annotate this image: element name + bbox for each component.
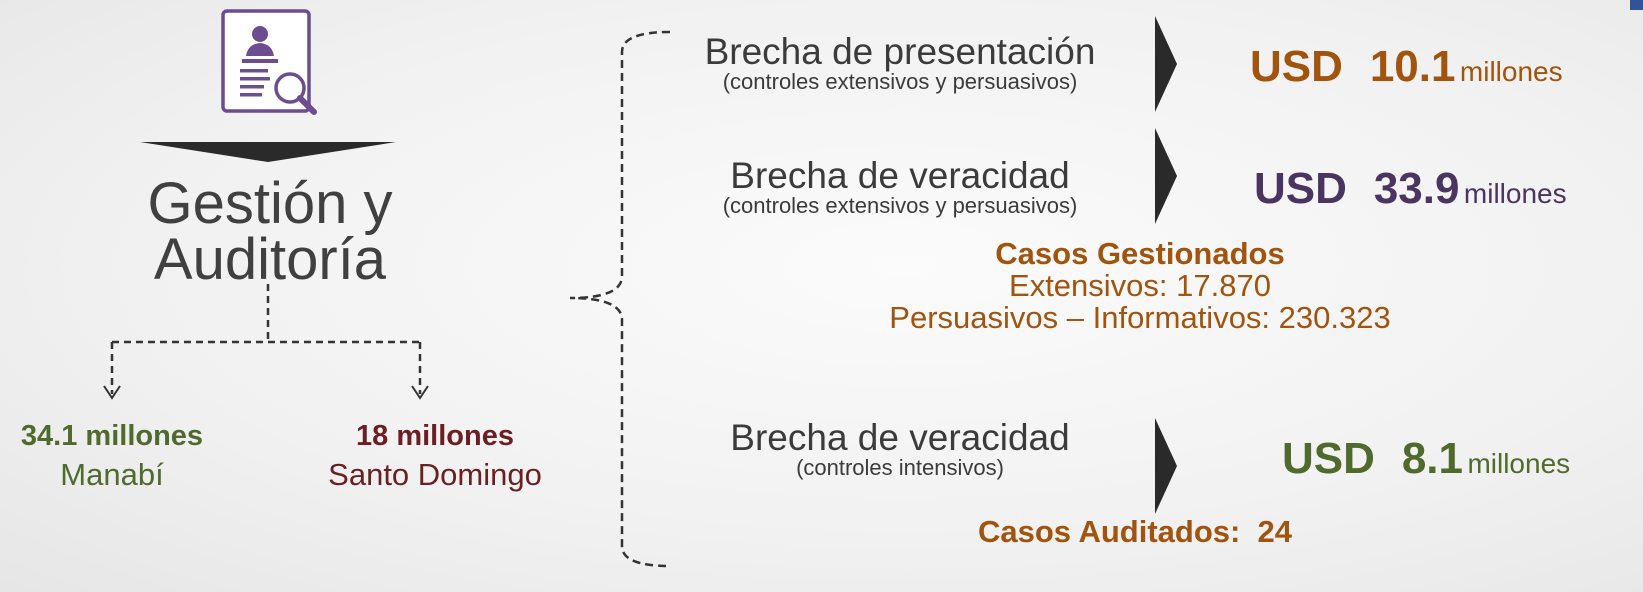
region-santo-domingo: 18 millones Santo Domingo (300, 420, 570, 492)
amount-item-1: USD 10.1 millones (1250, 42, 1563, 92)
amount-item-2: USD 33.9 millones (1254, 164, 1567, 214)
region-name: Santo Domingo (328, 457, 542, 492)
amount-unit: millones (1467, 448, 1571, 479)
currency-label: USD (1250, 42, 1343, 91)
brecha-title: Brecha de presentación (704, 31, 1096, 72)
region-amount: 18 millones (356, 420, 514, 452)
chevron-right-icon (1155, 418, 1177, 514)
casos-gestionados: Casos Gestionados Extensivos: 17.870 Per… (860, 238, 1420, 334)
amount-unit: millones (1463, 178, 1567, 209)
title-line-2: Auditoría (153, 227, 387, 292)
page-title: Gestión y Auditoría (120, 171, 420, 292)
amount-item-3: USD 8.1 millones (1282, 434, 1570, 484)
casos-gestionados-line-2: Persuasivos – Informativos: 230.323 (889, 300, 1391, 335)
down-wedge (140, 142, 396, 162)
brecha-item-2: Brecha de veracidad (controles extensivo… (680, 155, 1120, 218)
brecha-item-3: Brecha de veracidad (controles intensivo… (680, 417, 1120, 480)
casos-gestionados-line-1: Extensivos: 17.870 (1009, 268, 1271, 303)
region-amount: 34.1 millones (20, 420, 204, 452)
casos-gestionados-title: Casos Gestionados (995, 236, 1285, 271)
corner-tab (1630, 0, 1643, 10)
chevron-right-icon (1155, 128, 1177, 224)
region-manabi: 34.1 millones Manabí (0, 420, 224, 492)
region-name: Manabí (60, 457, 164, 492)
chevron-right-icon (1155, 16, 1177, 112)
brecha-title: Brecha de veracidad (730, 417, 1070, 458)
brecha-subtitle: (controles extensivos y persuasivos) (722, 193, 1078, 218)
brecha-subtitle: (controles intensivos) (796, 455, 1004, 480)
dashed-bracket (560, 26, 672, 572)
currency-label: USD (1282, 434, 1375, 483)
brecha-title: Brecha de veracidad (730, 155, 1070, 196)
document-person-magnifier-icon (220, 8, 318, 118)
tree-connector (100, 282, 440, 404)
amount-value: 33.9 (1373, 164, 1460, 213)
amount-value: 8.1 (1401, 434, 1463, 483)
title-line-1: Gestión y (147, 171, 393, 236)
casos-auditados: Casos Auditados: 24 (977, 514, 1293, 549)
brecha-subtitle: (controles extensivos y persuasivos) (722, 69, 1078, 94)
brecha-item-1: Brecha de presentación (controles extens… (680, 31, 1120, 94)
currency-label: USD (1254, 164, 1347, 213)
amount-value: 10.1 (1369, 42, 1456, 91)
amount-unit: millones (1459, 56, 1563, 87)
